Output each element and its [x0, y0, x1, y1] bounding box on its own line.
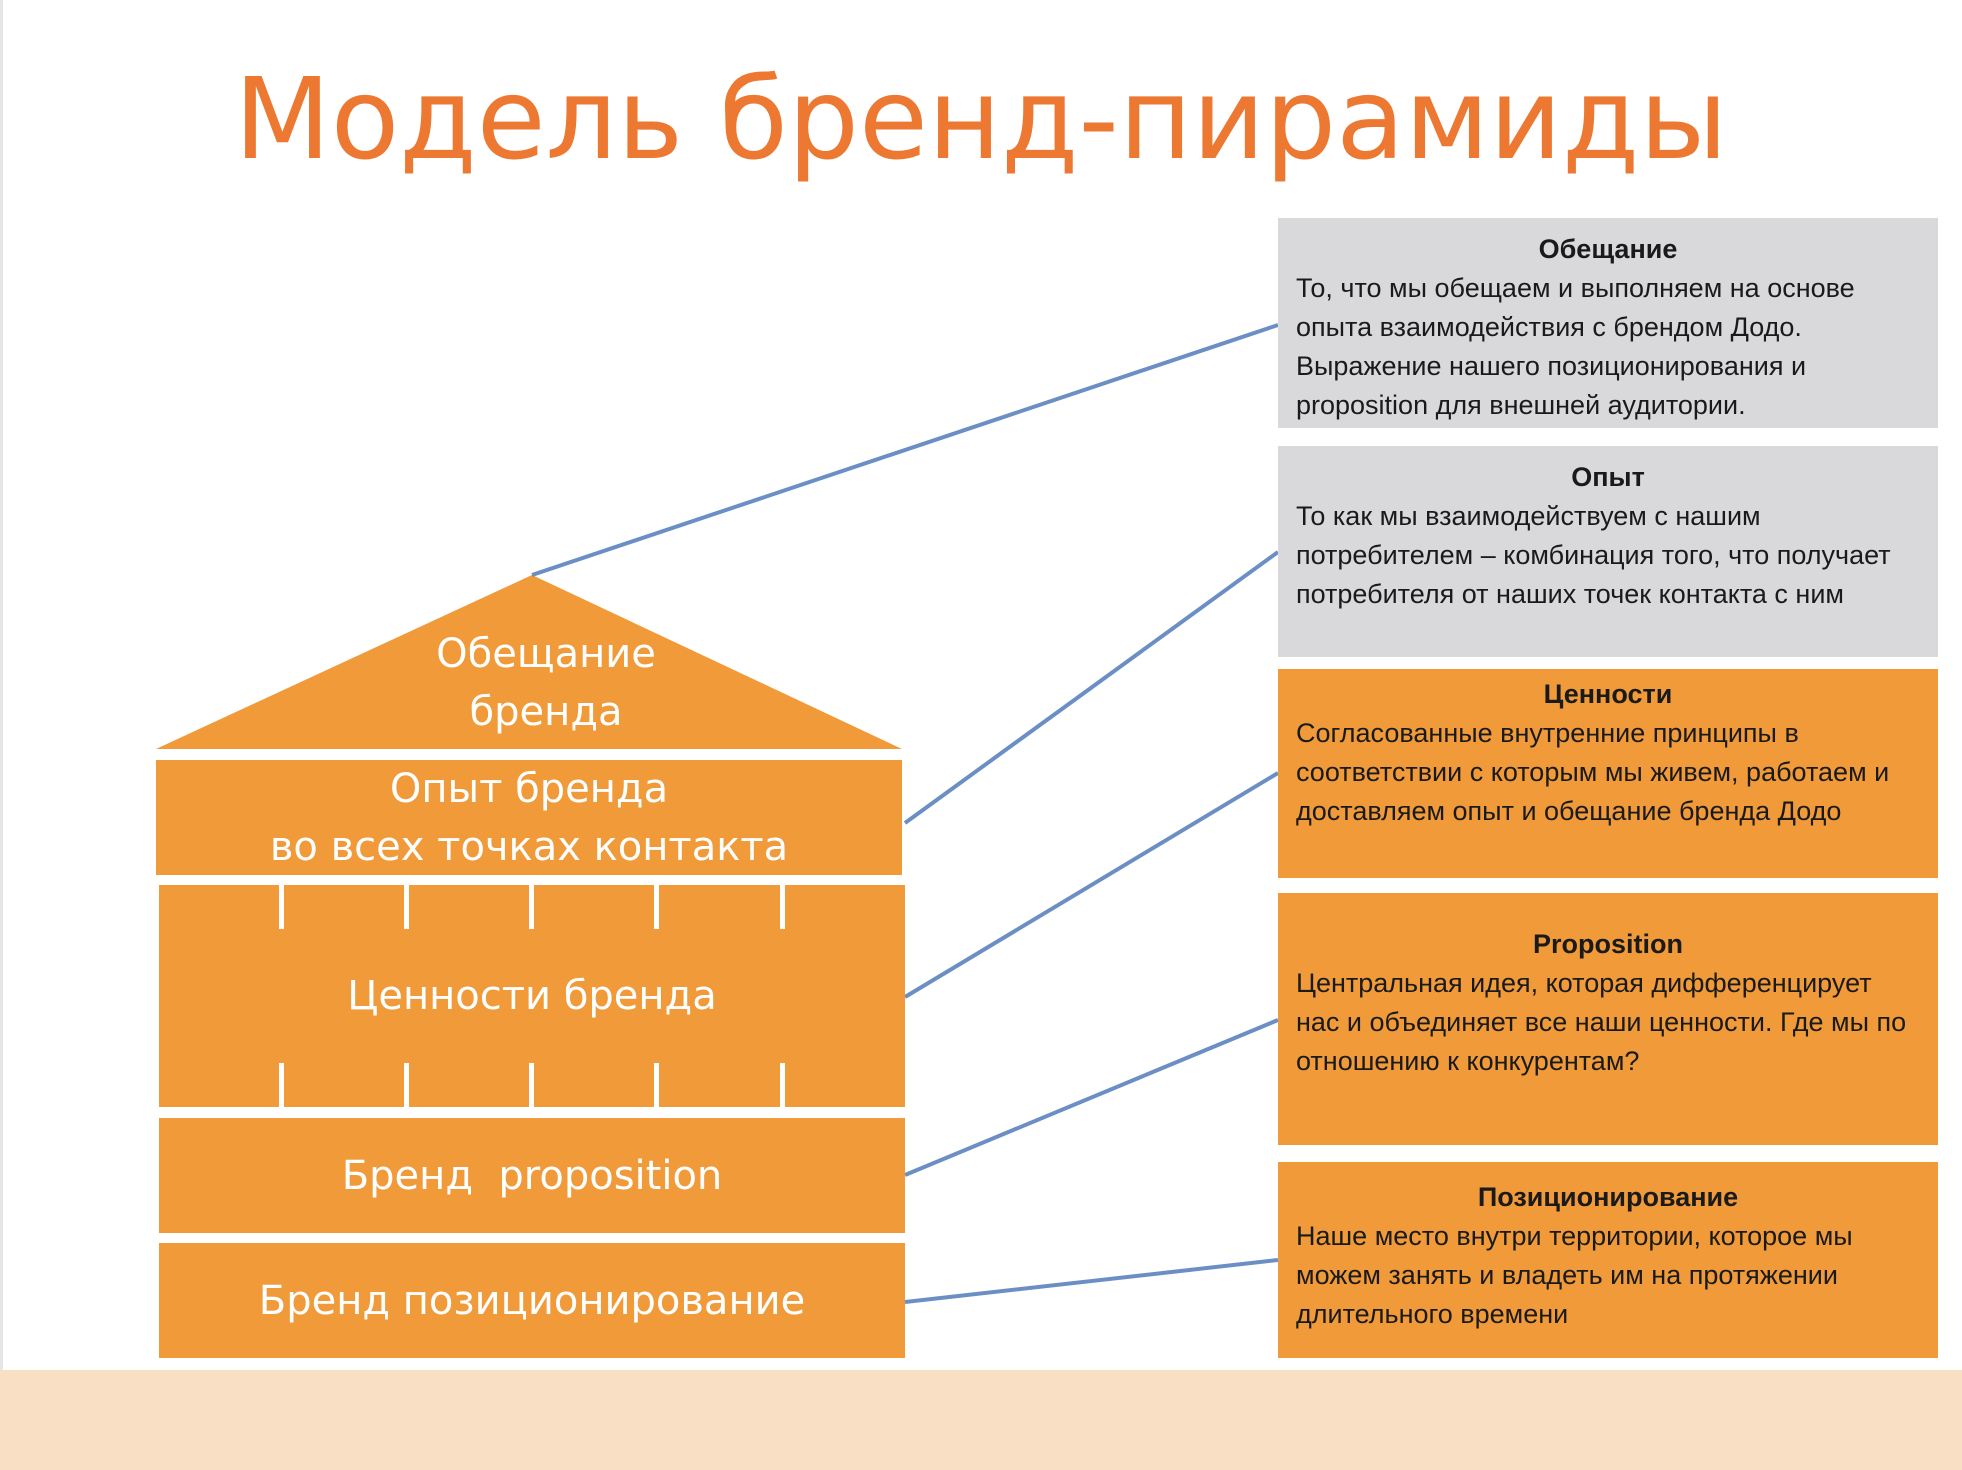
- values-column-tick: [404, 885, 409, 929]
- values-column-tick: [404, 1063, 409, 1107]
- card-positioning: Позиционирование Наше место внутри терри…: [1278, 1162, 1938, 1358]
- card-body: Центральная идея, которая дифференцирует…: [1296, 968, 1907, 1076]
- card-heading: Proposition: [1533, 929, 1683, 959]
- card-heading: Опыт: [1571, 462, 1645, 492]
- experience-line2: во всех точках контакта: [269, 823, 789, 870]
- card-body: Согласованные внутренние принципы в соот…: [1296, 718, 1890, 826]
- footer-band: [0, 1370, 1962, 1470]
- values-column-tick: [529, 1063, 534, 1107]
- card-heading: Обещание: [1538, 234, 1678, 264]
- pyramid-values-band: Ценности бренда: [159, 885, 905, 1107]
- card-body: То, что мы обещаем и выполняем на основе…: [1296, 273, 1855, 420]
- proposition-label: Бренд proposition: [341, 1152, 723, 1199]
- roof-label-line2: бренда: [469, 689, 623, 735]
- values-column-tick: [529, 885, 534, 929]
- card-promise: Обещание То, что мы обещаем и выполняем …: [1278, 218, 1938, 428]
- card-heading: Ценности: [1543, 679, 1673, 709]
- pyramid-roof: [156, 575, 902, 749]
- card-heading: Позиционирование: [1477, 1182, 1739, 1212]
- connector-positioning: [904, 1258, 1279, 1304]
- values-column-tick: [279, 1063, 284, 1107]
- card-body: Наше место внутри территории, которое мы…: [1296, 1221, 1853, 1329]
- values-column-tick: [654, 1063, 659, 1107]
- card-body: То как мы взаимодействуем с нашим потреб…: [1296, 501, 1891, 609]
- slide-title: Модель бренд-пирамиды: [234, 55, 1728, 185]
- slide-edge: [0, 0, 3, 1470]
- pyramid-positioning-band: Бренд позиционирование: [159, 1243, 905, 1358]
- connector-values: [903, 771, 1280, 999]
- roof-label: Обещание бренда: [306, 625, 786, 741]
- connector-promise: [531, 323, 1279, 577]
- card-experience: Опыт То как мы взаимодействуем с нашим п…: [1278, 446, 1938, 657]
- positioning-label: Бренд позиционирование: [258, 1277, 806, 1324]
- values-column-tick: [654, 885, 659, 929]
- connector-proposition: [904, 1018, 1279, 1177]
- pyramid-proposition-band: Бренд proposition: [159, 1118, 905, 1233]
- values-label: Ценности бренда: [347, 973, 717, 1019]
- connector-experience: [903, 550, 1280, 825]
- roof-label-line1: Обещание: [436, 631, 656, 677]
- experience-line1: Опыт бренда: [389, 765, 669, 812]
- values-column-tick: [780, 885, 785, 929]
- card-proposition: Proposition Центральная идея, которая ди…: [1278, 893, 1938, 1145]
- card-values: Ценности Согласованные внутренние принци…: [1278, 669, 1938, 878]
- pyramid-experience-band: Опыт бренда во всех точках контакта: [156, 760, 902, 875]
- values-column-tick: [279, 885, 284, 929]
- values-column-tick: [780, 1063, 785, 1107]
